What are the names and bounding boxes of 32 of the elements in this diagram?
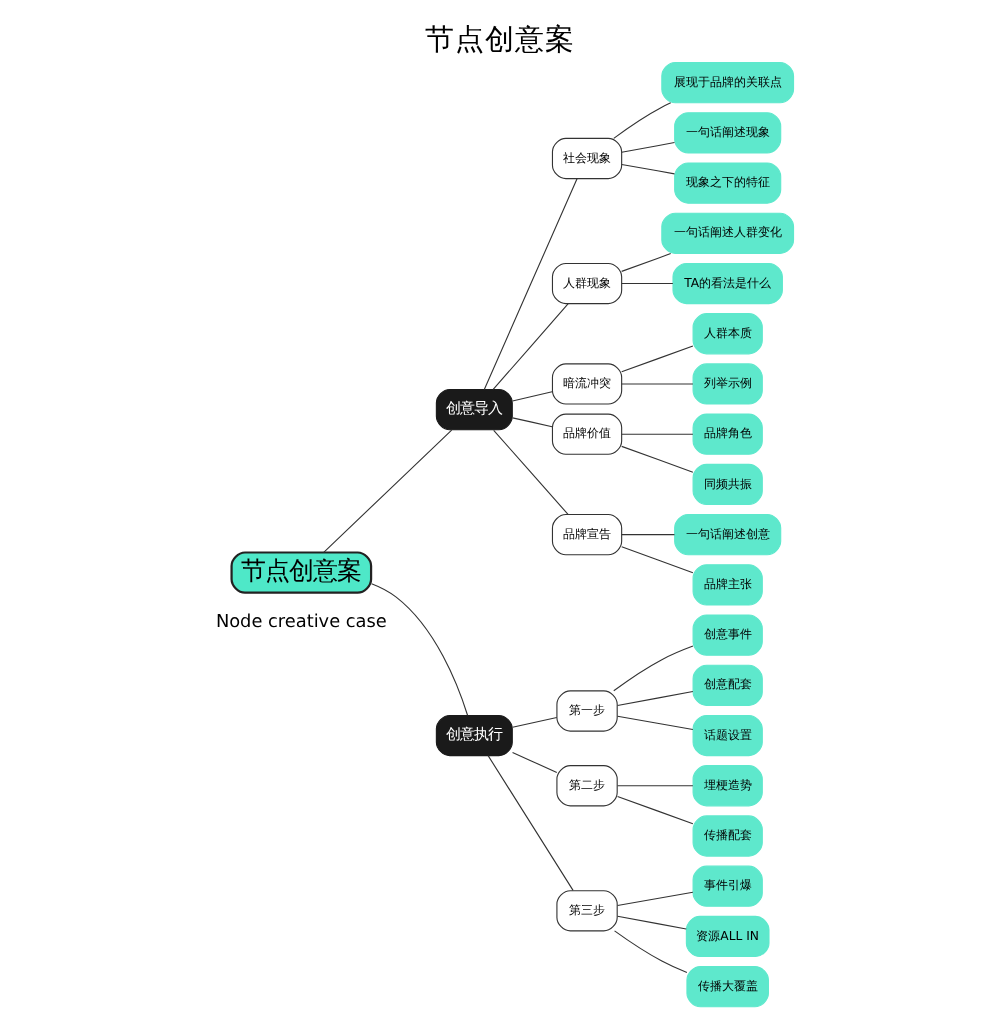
connector — [512, 391, 553, 402]
connector — [492, 303, 569, 390]
connector — [621, 345, 694, 373]
connector — [512, 716, 558, 728]
connector — [616, 795, 694, 825]
connector — [493, 429, 569, 515]
connector — [613, 102, 672, 139]
connector — [512, 751, 558, 774]
connector — [621, 534, 676, 536]
label: Node creative case — [215, 613, 387, 634]
connector — [512, 417, 553, 428]
connector — [621, 383, 694, 385]
connector — [616, 691, 694, 707]
connector — [616, 891, 694, 907]
connector — [614, 930, 688, 974]
connector — [323, 429, 453, 553]
connector — [487, 755, 574, 891]
connector — [371, 583, 469, 716]
node-box: 节点创意案 — [230, 551, 373, 594]
connector — [621, 163, 676, 175]
connector — [621, 282, 674, 285]
diagram-title: 节点创意案 — [425, 24, 575, 57]
connector — [616, 915, 687, 930]
connector — [616, 715, 694, 731]
connector — [621, 433, 694, 435]
connector — [621, 253, 672, 272]
connector — [621, 141, 676, 153]
connector — [616, 785, 694, 787]
connector — [483, 178, 578, 391]
connector — [621, 445, 694, 473]
connector — [613, 645, 694, 692]
connector — [621, 546, 694, 574]
